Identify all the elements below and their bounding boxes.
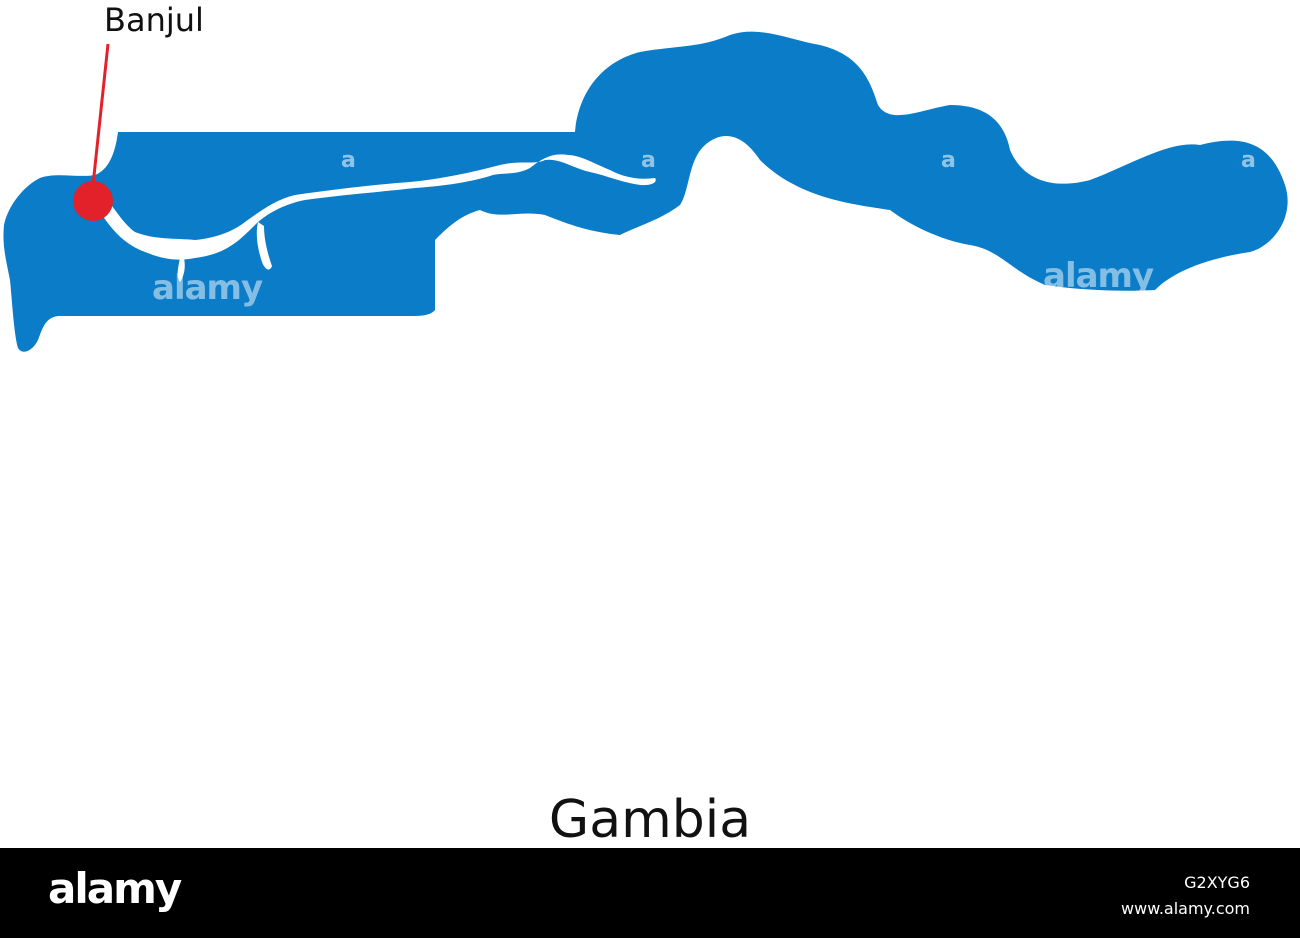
watermark-letter: a	[941, 148, 956, 173]
gambia-river	[91, 154, 656, 260]
site-url: www.alamy.com	[1121, 899, 1250, 918]
footer-bar: alamy G2XYG6 www.alamy.com	[0, 848, 1300, 938]
watermark-word: alamy	[1043, 256, 1154, 296]
alamy-logo: alamy	[48, 864, 182, 913]
river-tributary-south	[177, 258, 185, 282]
country-title: Gambia	[548, 790, 752, 850]
capital-leader-line	[91, 43, 110, 186]
watermark-letter: a	[341, 148, 356, 173]
country-shape	[3, 31, 1288, 352]
watermark-letter: a	[1241, 148, 1256, 173]
image-id: G2XYG6	[1184, 873, 1250, 892]
watermark-word: alamy	[152, 268, 263, 308]
capital-marker	[73, 181, 113, 221]
image-info: G2XYG6 www.alamy.com	[1121, 870, 1250, 922]
watermark-letter: a	[641, 148, 656, 173]
river-tributary	[256, 222, 272, 270]
capital-label: Banjul	[104, 1, 204, 39]
